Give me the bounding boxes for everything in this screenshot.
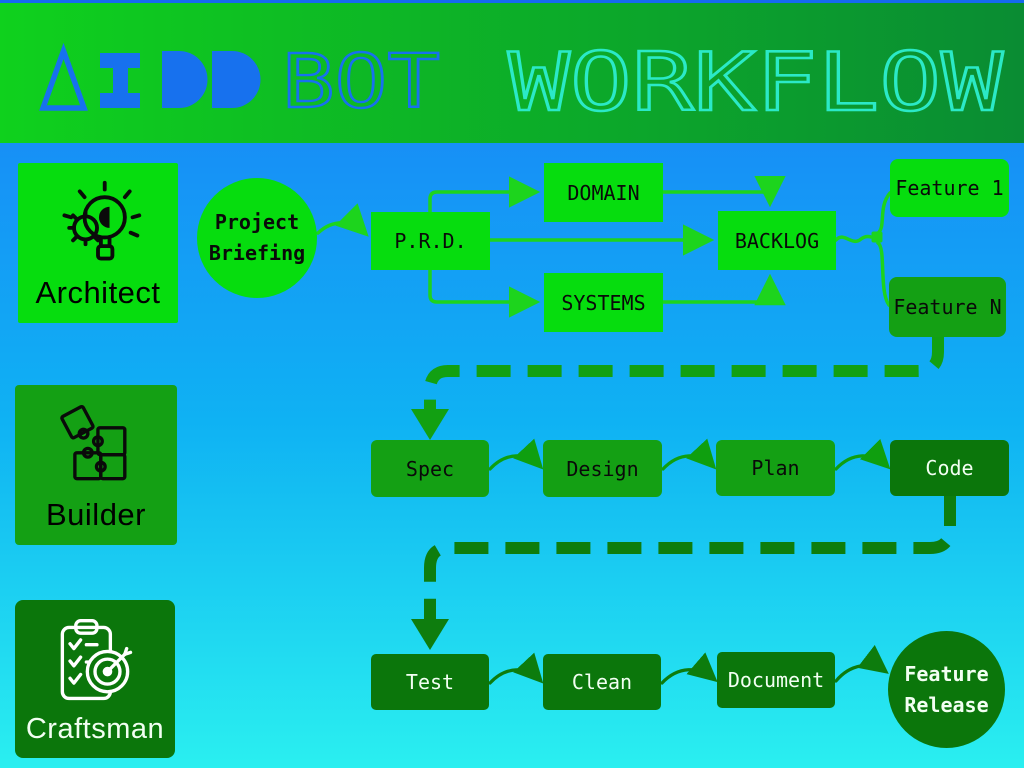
connector-domain-to-backlog — [661, 175, 786, 208]
connector-code-to-test-dashed — [424, 492, 956, 621]
connector-junction-to-feature-1 — [876, 191, 892, 235]
connector-design-to-plan — [661, 438, 717, 471]
connector-clean-to-document — [660, 652, 718, 685]
connector-junction-to-feature-n — [876, 241, 891, 307]
node-feature-1: Feature 1 — [890, 159, 1009, 217]
workflow-title: WORKFLOW — [508, 36, 1004, 129]
design-label: Design — [566, 456, 639, 481]
project-briefing-line1: Project — [214, 210, 300, 234]
role-box-builder: Builder — [15, 385, 177, 545]
role-box-craftsman: Craftsman — [15, 600, 175, 758]
project-briefing-line2: Briefing — [208, 241, 306, 265]
idea-bulb-gear-icon — [62, 180, 142, 261]
plan-label: Plan — [751, 456, 800, 480]
connector-plan-to-code — [834, 438, 891, 471]
feature-1-label: Feature 1 — [895, 176, 1004, 200]
logo-letter-a-triangle-icon — [39, 42, 88, 111]
connector-spec-to-design — [488, 438, 544, 471]
feature-release-line1: Feature — [904, 661, 989, 686]
connector-test-to-clean — [488, 652, 544, 685]
node-plan: Plan — [716, 440, 835, 496]
node-clean: Clean — [543, 654, 661, 710]
test-label: Test — [405, 670, 455, 694]
connector-prd-to-systems — [428, 268, 541, 318]
header-graphics: BOT WORKFLOW — [39, 35, 1005, 130]
role-label-builder: Builder — [46, 497, 146, 532]
role-box-architect: Architect — [18, 163, 178, 323]
role-label-craftsman: Craftsman — [25, 713, 165, 745]
node-project-briefing: Project Briefing — [197, 178, 317, 298]
connector-backlog-to-junction — [834, 234, 873, 244]
connector-document-to-release — [834, 644, 889, 683]
logo-bot-text: BOT — [282, 39, 440, 125]
connector-briefing-to-prd — [316, 203, 369, 237]
node-test: Test — [371, 654, 489, 710]
node-backlog: BACKLOG — [718, 211, 836, 270]
node-prd: P.R.D. — [371, 212, 490, 270]
node-code: Code — [890, 440, 1009, 496]
connector-feature-n-to-spec-dashed — [424, 332, 944, 410]
logo-letter-d1-icon — [162, 51, 208, 108]
logo-letter-i-icon — [100, 53, 140, 108]
systems-label: SYSTEMS — [561, 290, 646, 315]
connector-systems-to-backlog — [661, 273, 786, 306]
node-document: Document — [717, 652, 835, 708]
backlog-label: BACKLOG — [734, 228, 820, 253]
code-label: Code — [925, 456, 974, 480]
node-systems: SYSTEMS — [544, 273, 663, 332]
node-spec: Spec — [371, 440, 489, 497]
document-label: Document — [727, 668, 825, 692]
arrowhead-to-spec-icon — [411, 409, 449, 440]
node-feature-n: Feature N — [889, 277, 1006, 337]
domain-label: DOMAIN — [567, 180, 640, 205]
clipboard-target-icon — [60, 619, 133, 701]
prd-label: P.R.D. — [394, 229, 467, 253]
aiddbot-logo: BOT — [39, 38, 441, 126]
gear-icon — [67, 209, 100, 247]
node-feature-release: Feature Release — [888, 631, 1005, 748]
node-domain: DOMAIN — [544, 163, 663, 222]
feature-n-label: Feature N — [893, 295, 1002, 319]
arrowhead-to-test-icon — [411, 619, 449, 650]
header-banner: BOT WORKFLOW — [0, 0, 1024, 143]
logo-letter-d2-icon — [212, 51, 261, 108]
clean-label: Clean — [571, 670, 633, 694]
connector-prd-to-domain — [428, 176, 541, 214]
spec-label: Spec — [405, 456, 455, 481]
junction-node-icon — [871, 231, 883, 243]
node-design: Design — [543, 440, 662, 497]
role-label-architect: Architect — [35, 275, 161, 310]
puzzle-pieces-icon — [60, 405, 127, 481]
feature-release-line2: Release — [904, 692, 989, 717]
